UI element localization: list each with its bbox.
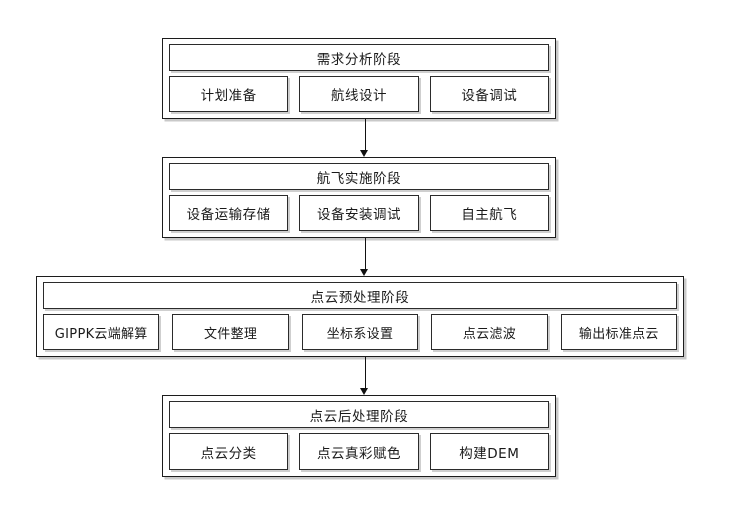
step-box-autonomous-flight[interactable]: 自主航飞 (429, 195, 549, 231)
step-box-pointcloud-filtering[interactable]: 点云滤波 (431, 314, 548, 350)
step-box-route-design[interactable]: 航线设计 (299, 76, 419, 112)
connector-line-stage2-stage3 (364, 238, 367, 270)
stage-title-pointcloud-postprocessing: 点云后处理阶段 (169, 401, 549, 428)
connector-arrowhead-stage3-stage4 (360, 388, 368, 395)
stage-block-flight-implementation[interactable]: 航飞实施阶段 设备运输存储 设备安装调试 自主航飞 (162, 157, 556, 238)
stage-block-pointcloud-postprocessing[interactable]: 点云后处理阶段 点云分类 点云真彩赋色 构建DEM (162, 395, 556, 477)
step-box-coordinate-system-setting[interactable]: 坐标系设置 (301, 314, 419, 350)
step-box-gippk-cloud-solution[interactable]: GIPPK云端解算 (43, 314, 160, 350)
step-box-build-dem[interactable]: 构建DEM (429, 433, 549, 470)
step-row-pointcloud-preprocessing: GIPPK云端解算 文件整理 坐标系设置 点云滤波 输出标准点云 (43, 314, 678, 350)
step-box-plan-preparation[interactable]: 计划准备 (169, 76, 289, 112)
stage-title-flight-implementation: 航飞实施阶段 (169, 163, 549, 190)
step-box-file-organization[interactable]: 文件整理 (172, 314, 289, 350)
step-box-pointcloud-truecolor[interactable]: 点云真彩赋色 (299, 433, 419, 470)
stage-block-pointcloud-preprocessing[interactable]: 点云预处理阶段 GIPPK云端解算 文件整理 坐标系设置 点云滤波 输出标准点云 (36, 276, 684, 357)
stage-block-requirement-analysis[interactable]: 需求分析阶段 计划准备 航线设计 设备调试 (162, 38, 556, 119)
step-row-pointcloud-postprocessing: 点云分类 点云真彩赋色 构建DEM (169, 433, 549, 470)
step-box-pointcloud-classification[interactable]: 点云分类 (169, 433, 289, 470)
connector-line-stage3-stage4 (364, 357, 367, 389)
step-box-equipment-debug[interactable]: 设备调试 (429, 76, 549, 112)
step-box-equipment-transport-storage[interactable]: 设备运输存储 (169, 195, 289, 231)
step-row-requirement-analysis: 计划准备 航线设计 设备调试 (169, 76, 549, 112)
step-row-flight-implementation: 设备运输存储 设备安装调试 自主航飞 (169, 195, 549, 231)
stage-title-requirement-analysis: 需求分析阶段 (169, 44, 549, 71)
connector-line-stage1-stage2 (364, 119, 367, 151)
step-box-equipment-install-debug[interactable]: 设备安装调试 (299, 195, 419, 231)
stage-title-pointcloud-preprocessing: 点云预处理阶段 (43, 282, 677, 309)
step-box-output-standard-pointcloud[interactable]: 输出标准点云 (560, 314, 678, 350)
connector-arrowhead-stage2-stage3 (360, 269, 368, 276)
connector-arrowhead-stage1-stage2 (360, 150, 368, 157)
